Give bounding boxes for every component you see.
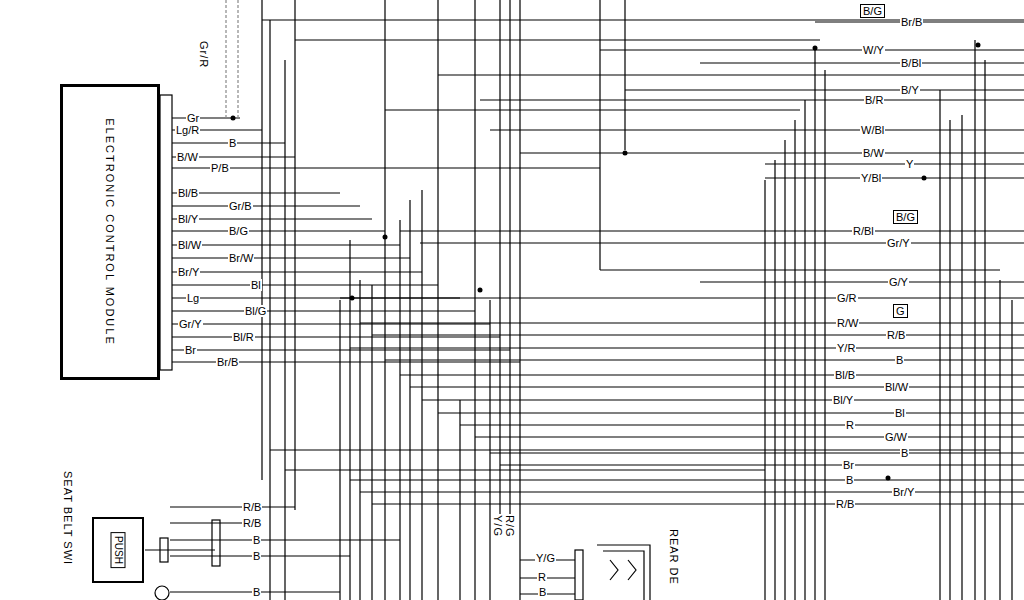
junction-dots xyxy=(231,43,981,481)
wire-color-code: B xyxy=(228,137,237,149)
wire-color-code: Br/Y xyxy=(177,266,200,278)
connector-symbol xyxy=(160,538,168,562)
node-label: ELECTRONIC CONTROL MODULE xyxy=(104,118,116,345)
wire-color-code: G xyxy=(893,304,908,318)
wire-color-code: Lg xyxy=(186,292,200,304)
wire-color-code: B xyxy=(252,586,261,598)
wire-color-code: W/Bl xyxy=(860,124,885,136)
wire-color-code: Br/Y xyxy=(892,486,915,498)
control-module-box: ELECTRONIC CONTROL MODULE xyxy=(60,84,160,380)
wire-color-code: B xyxy=(538,586,547,598)
wire-color-code: Bl/Y xyxy=(177,213,199,225)
wire-color-code: R/B xyxy=(242,517,262,529)
seat-belt-switch-box: PUSH xyxy=(92,517,144,583)
wire-color-code: Br/W xyxy=(228,252,254,264)
wire-color-code: Y/G xyxy=(535,552,556,564)
wire-color-code: G/Y xyxy=(888,276,909,288)
wire-color-code: Y xyxy=(905,158,914,170)
switch-wires xyxy=(145,507,575,594)
wire-color-code: Bl xyxy=(250,279,262,291)
wire-color-code: Br/B xyxy=(216,356,239,368)
wire-color-code: Lg/R xyxy=(175,124,200,136)
wire-color-code: R/B xyxy=(242,501,262,513)
rear-defogger-connector xyxy=(597,545,650,600)
wire-color-code: Bl/W xyxy=(177,239,202,251)
wire-color-code: R xyxy=(537,571,547,583)
wire-color-code: B xyxy=(252,534,261,546)
wire-color-code: B/W xyxy=(176,151,199,163)
wire-color-code: Bl xyxy=(894,407,906,419)
wire-color-code: Br xyxy=(184,344,197,356)
node-label: PUSH xyxy=(111,532,126,568)
wire-color-code: Gr/Y xyxy=(178,318,203,330)
wire-color-code: R/B xyxy=(835,498,855,510)
vertical-label: REAR DE xyxy=(668,528,680,586)
wire-color-code: R/Bl xyxy=(852,225,875,237)
ground-symbol xyxy=(155,586,169,600)
wire-color-code: Bl/Y xyxy=(832,394,854,406)
wire-color-code: G/W xyxy=(884,431,908,443)
wire-color-code: Bl/W xyxy=(884,381,909,393)
module-pin-wires xyxy=(172,118,600,362)
wire-color-code: Gr xyxy=(186,112,200,124)
wire-color-code: R/W xyxy=(836,317,859,329)
wire-color-code: Bl/G xyxy=(244,305,267,317)
wire-color-code: B/Y xyxy=(900,84,920,96)
module-connector-strip xyxy=(160,95,172,370)
wire-color-code: Gr/B xyxy=(228,200,253,212)
wire-color-code: Y/Bl xyxy=(860,172,882,184)
wire-color-code: Bl/B xyxy=(177,187,199,199)
wire-color-code: B xyxy=(900,447,909,459)
wire-color-code: B/R xyxy=(864,94,884,106)
wire-color-code: Br/B xyxy=(900,16,923,28)
wire-color-code: Bl/R xyxy=(232,331,255,343)
shielded-wire xyxy=(226,0,238,118)
wire-color-code: R xyxy=(845,419,855,431)
wire-color-code: B xyxy=(895,354,904,366)
connector-symbol xyxy=(575,550,583,600)
wire-color-code: W/Y xyxy=(862,44,885,56)
wire-color-code: B/G xyxy=(893,210,918,224)
vertical-label: SEAT BELT SWI xyxy=(62,470,74,566)
wire-color-code: B/G xyxy=(860,4,885,18)
wire-color-code: B xyxy=(252,550,261,562)
vertical-label: R/G xyxy=(504,514,516,539)
wire-color-code: Gr/Y xyxy=(886,237,911,249)
wire-color-code: B/Bl xyxy=(900,57,922,69)
wire-color-code: Bl/B xyxy=(834,369,856,381)
wire-color-code: B/G xyxy=(228,225,249,237)
wire-color-code: Y/R xyxy=(836,342,856,354)
vertical-label: Gr/R xyxy=(198,40,210,69)
wire-color-code: G/R xyxy=(836,292,858,304)
wire-color-code: R/B xyxy=(886,329,906,341)
connector-symbol xyxy=(212,520,220,566)
cross-wires xyxy=(262,20,1024,504)
wire-color-code: Br xyxy=(842,459,855,471)
wire-color-code: P/B xyxy=(210,162,230,174)
vertical-label: Y/G xyxy=(492,514,504,538)
wire-color-code: B/W xyxy=(862,147,885,159)
wire-color-code: B xyxy=(845,474,854,486)
